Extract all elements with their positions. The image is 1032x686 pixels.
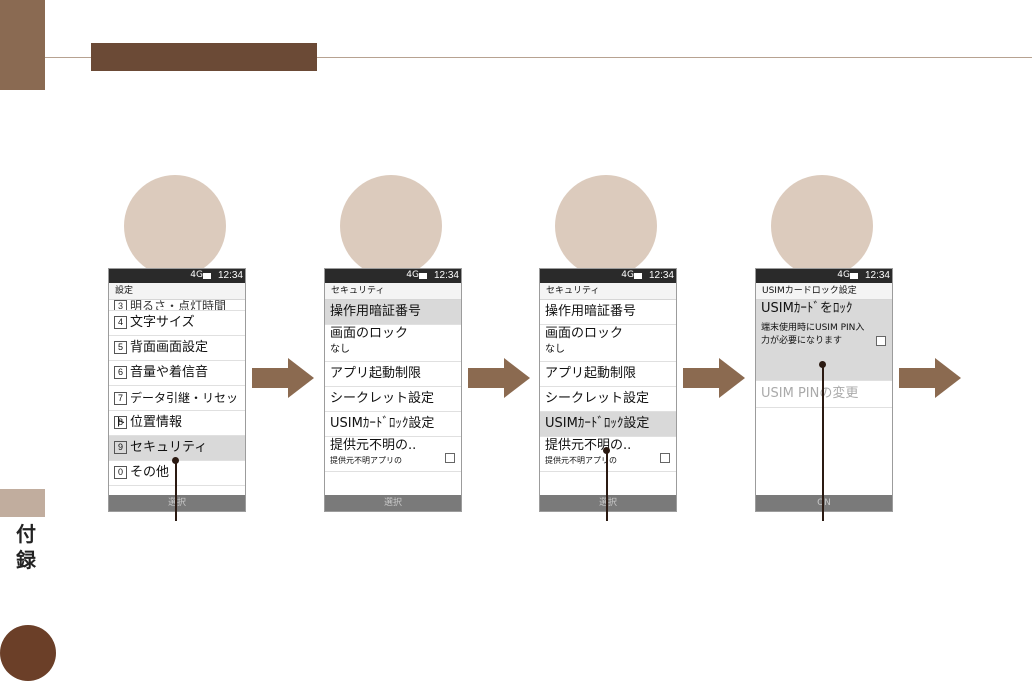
battery-icon	[419, 273, 427, 279]
key-number-icon: 0	[114, 466, 127, 479]
step-circle-3	[555, 175, 657, 277]
menu-item-summary: 提供元不明アプリの	[545, 456, 617, 465]
menu-item-label: 背面画面設定	[130, 340, 209, 355]
key-number-icon: 8	[114, 416, 127, 429]
softkey-select[interactable]: 選択	[540, 495, 676, 511]
menu-item-value: なし	[330, 344, 350, 355]
callout-line	[175, 461, 177, 521]
header-rule	[45, 57, 1032, 58]
signal-icon: 4G	[190, 270, 203, 280]
signal-icon: 4G	[406, 270, 419, 280]
menu-item-label: 位置情報	[130, 415, 183, 430]
menu-item-label: 文字サイズ	[130, 315, 195, 330]
step-circle-4	[771, 175, 873, 277]
status-time: 12:34	[217, 270, 243, 281]
key-number-icon: 4	[114, 316, 127, 329]
callout-dot	[819, 361, 826, 368]
status-bar: 4G 12:34	[756, 269, 892, 283]
key-number-icon: 6	[114, 366, 127, 379]
status-bar: 4G 12:34	[325, 269, 461, 283]
screen-title: セキュリティ	[325, 283, 461, 300]
arrow-right-icon	[252, 358, 316, 398]
menu-item-label: データ引継・リセット	[114, 391, 239, 429]
menu-item-operation-pin[interactable]: 操作用暗証番号	[325, 300, 461, 325]
status-time: 12:34	[433, 270, 459, 281]
status-time: 12:34	[648, 270, 674, 281]
side-tab	[0, 0, 45, 90]
key-number-icon: 3	[114, 300, 127, 310]
page-number-badge	[0, 625, 56, 681]
softkey-on[interactable]: ON	[756, 495, 892, 511]
callout-dot	[603, 447, 610, 454]
menu-item-summary: 提供元不明アプリの	[330, 456, 402, 465]
menu-item-unknown-sources[interactable]: 提供元不明の.. 提供元不明アプリの	[540, 437, 676, 472]
menu-item-usim-lock-settings[interactable]: USIMｶｰﾄﾞﾛｯｸ設定	[540, 412, 676, 437]
menu-item-screen-lock[interactable]: 画面のロックなし	[325, 325, 461, 362]
section-title-bar	[91, 43, 317, 71]
menu-item-label: USIMｶｰﾄﾞをﾛｯｸ	[761, 301, 853, 316]
menu-item-label: 提供元不明の..	[330, 438, 417, 453]
arrow-right-icon	[899, 358, 963, 398]
menu-item-label: その他	[130, 465, 170, 480]
key-number-icon: 7	[114, 392, 127, 405]
menu-item-app-launch-restriction[interactable]: アプリ起動制限	[540, 362, 676, 387]
appendix-tab	[0, 489, 45, 517]
menu-item-label: セキュリティ	[130, 440, 208, 455]
menu-item-screen-lock[interactable]: 画面のロックなし	[540, 325, 676, 362]
step-circle-1	[124, 175, 226, 277]
checkbox-icon[interactable]	[876, 336, 886, 346]
softkey-select[interactable]: 選択	[109, 495, 245, 511]
callout-dot	[172, 457, 179, 464]
softkey-select[interactable]: 選択	[325, 495, 461, 511]
step-circle-2	[340, 175, 442, 277]
battery-icon	[203, 273, 211, 279]
menu-item-secret-settings[interactable]: シークレット設定	[325, 387, 461, 412]
phone-screen-usim-lock: 4G 12:34 USIMカードロック設定 USIMｶｰﾄﾞをﾛｯｸ 端末使用時に…	[755, 268, 893, 512]
menu-item-secret-settings[interactable]: シークレット設定	[540, 387, 676, 412]
screen-title: 設定	[109, 283, 245, 300]
menu-item-usim-lock-settings[interactable]: USIMｶｰﾄﾞﾛｯｸ設定	[325, 412, 461, 437]
signal-icon: 4G	[621, 270, 634, 280]
key-number-icon: 5	[114, 341, 127, 354]
battery-icon	[850, 273, 858, 279]
status-time: 12:34	[864, 270, 890, 281]
screen-title: セキュリティ	[540, 283, 676, 300]
menu-item-app-launch-restriction[interactable]: アプリ起動制限	[325, 362, 461, 387]
appendix-label: 付 録	[16, 522, 36, 572]
phone-screen-security: 4G 12:34 セキュリティ 操作用暗証番号 画面のロックなし アプリ起動制限…	[324, 268, 462, 512]
signal-icon: 4G	[837, 270, 850, 280]
menu-item-unknown-sources[interactable]: 提供元不明の.. 提供元不明アプリの	[325, 437, 461, 472]
status-bar: 4G 12:34	[109, 269, 245, 283]
menu-item-value: なし	[545, 344, 565, 355]
menu-item-label: 画面のロック	[545, 326, 624, 341]
status-bar: 4G 12:34	[540, 269, 676, 283]
phone-screen-security-usim-selected: 4G 12:34 セキュリティ 操作用暗証番号 画面のロックなし アプリ起動制限…	[539, 268, 677, 512]
screen-title: USIMカードロック設定	[756, 283, 892, 300]
arrow-right-icon	[683, 358, 747, 398]
menu-item-change-usim-pin[interactable]: USIM PINの変更	[756, 381, 892, 408]
callout-line	[606, 451, 608, 521]
callout-line	[822, 365, 824, 521]
menu-item-label: 提供元不明の..	[545, 438, 632, 453]
menu-item-label: 音量や着信音	[130, 365, 209, 380]
checkbox-icon[interactable]	[445, 453, 455, 463]
menu-item-label: 画面のロック	[330, 326, 409, 341]
battery-icon	[634, 273, 642, 279]
checkbox-icon[interactable]	[660, 453, 670, 463]
arrow-right-icon	[468, 358, 532, 398]
key-number-icon: 9	[114, 441, 127, 454]
menu-item-lock-usim-card[interactable]: USIMｶｰﾄﾞをﾛｯｸ 端末使用時にUSIM PIN入力が必要になります	[756, 300, 892, 381]
menu-item-summary: 端末使用時にUSIM PIN入力が必要になります	[761, 323, 865, 346]
menu-item-operation-pin[interactable]: 操作用暗証番号	[540, 300, 676, 325]
menu-item-label: 明るさ・点灯時間	[130, 300, 227, 311]
